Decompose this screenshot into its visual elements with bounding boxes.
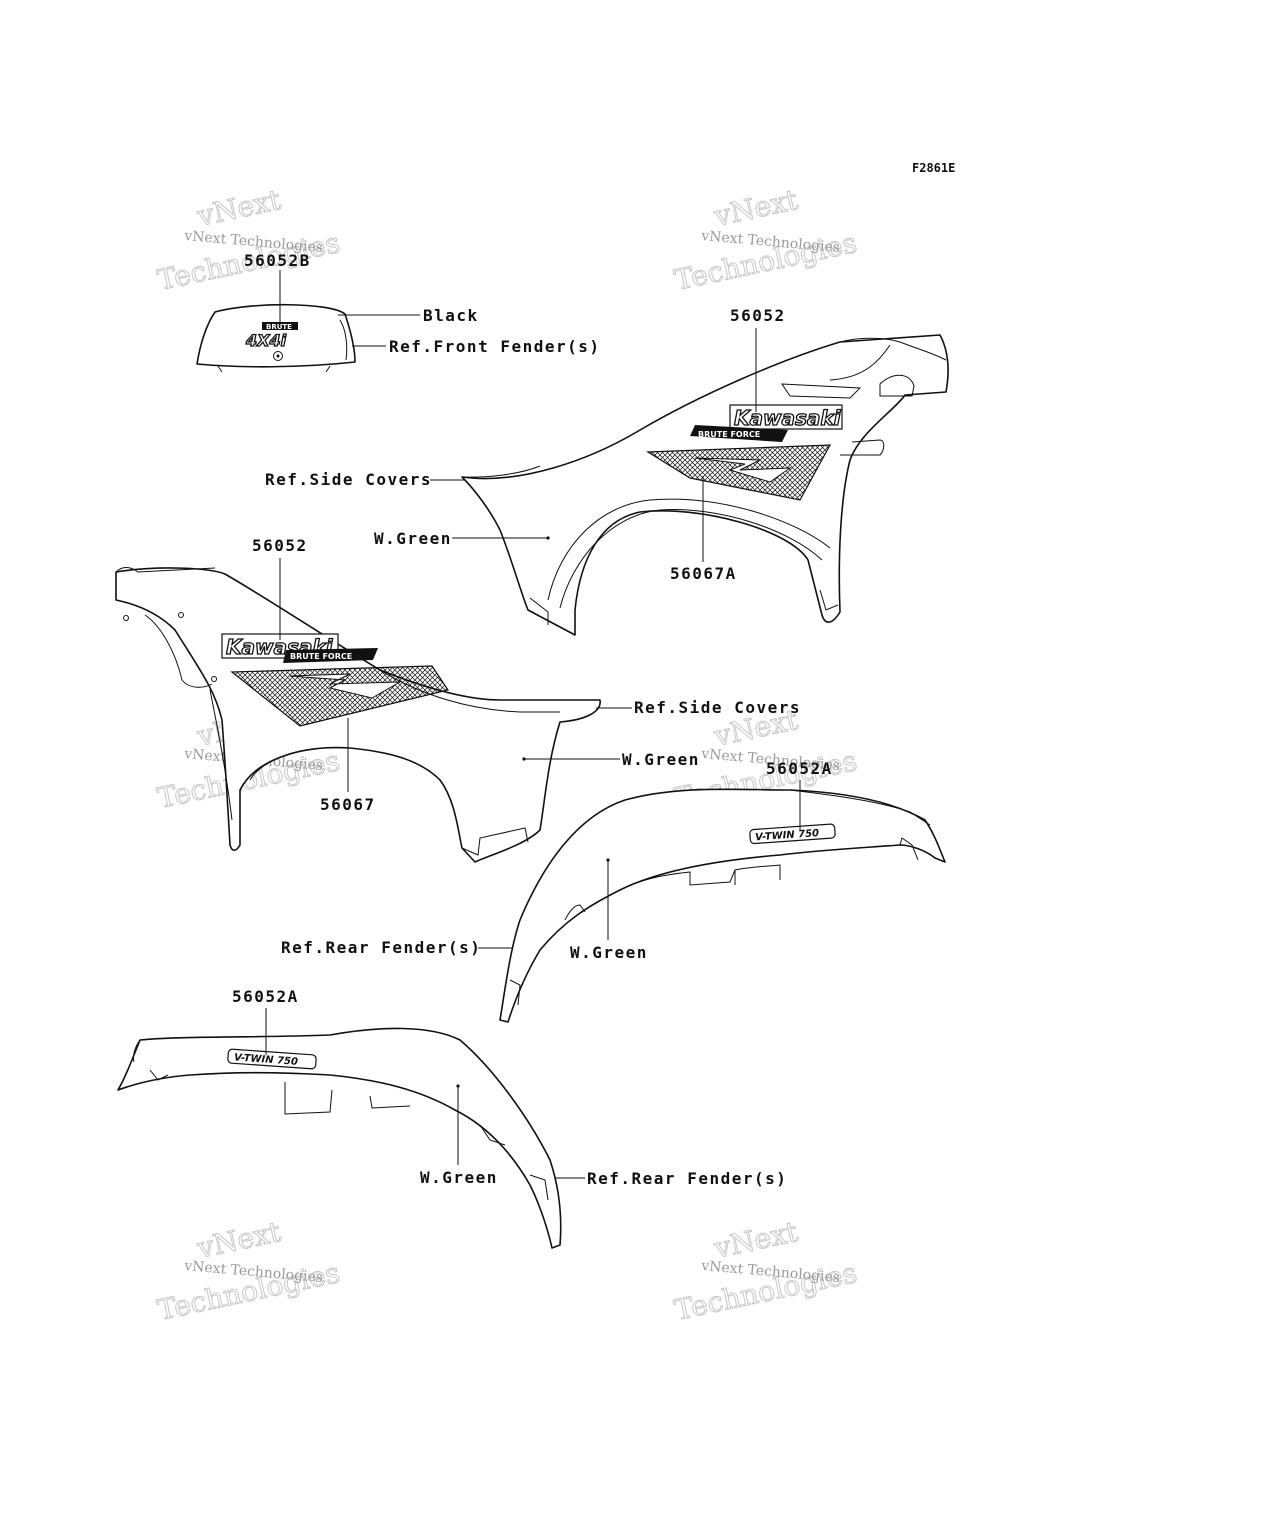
rear-right-end-tab — [899, 837, 919, 861]
leader-dot — [606, 858, 610, 862]
right-side-cover-outline — [461, 334, 949, 636]
right-cover-top-seam — [461, 465, 541, 478]
leader-dot — [522, 757, 526, 761]
rear-left-vtwin-decal — [227, 1048, 317, 1070]
label-w-green-right: W.Green — [374, 529, 452, 548]
watermark-top-left: vNext Technologies vNext Technologies — [154, 182, 343, 297]
rear-right-vtwin-decal — [749, 823, 836, 845]
rear-right-vtwin-text: V-TWIN 750 — [755, 828, 820, 843]
rear-left-outline — [117, 1027, 562, 1249]
left-side-cover-outline — [115, 567, 601, 863]
label-rear-left-56052a: 56052A — [232, 987, 299, 1006]
label-right-56052: 56052 — [730, 306, 786, 325]
fastener-icon — [273, 351, 283, 361]
right-cover-bracket — [840, 439, 885, 456]
label-56067: 56067 — [320, 795, 376, 814]
right-kawasaki-plate — [729, 404, 843, 430]
rear-left-tab — [479, 1124, 506, 1146]
left-cover-front-edge — [209, 689, 233, 821]
rear-left-end-tab — [149, 1069, 169, 1081]
left-cover-inner-curve — [144, 614, 213, 688]
rear-left-underside — [284, 1082, 333, 1115]
label-ref-rear-fender-right: Ref.Rear Fender(s) — [281, 938, 481, 957]
label-left-56052: 56052 — [252, 536, 308, 555]
left-cover-hole-3-icon — [211, 676, 217, 682]
badge-top-text: BRUTE — [266, 323, 292, 331]
rear-right-top-edge — [789, 789, 931, 826]
leader-dot — [546, 536, 550, 540]
rear-left-front-edge — [133, 1039, 141, 1063]
rear-left-foot — [529, 1174, 549, 1201]
rear-right-underside — [619, 864, 781, 891]
front-fender-edge — [339, 319, 348, 361]
front-fender-tabs — [217, 365, 331, 373]
right-brute-force-stripe — [690, 425, 788, 442]
watermark-line1: vNext — [194, 183, 285, 233]
left-cover-hole-icon — [178, 612, 184, 618]
left-cover-top-edge — [115, 567, 216, 573]
left-side-cover: Kawasaki BRUTE FORCE — [115, 567, 601, 863]
leader-dot — [456, 1084, 460, 1088]
watermark-top-right: vNext Technologies vNext Technologies — [671, 182, 860, 297]
watermark-line1: vNext — [711, 183, 802, 233]
badge-4x4-text: 4X4i — [245, 331, 287, 350]
rear-right-outline — [499, 788, 946, 1023]
watermark-bottom-right: vNext Technologies vNext Technologies — [671, 1214, 860, 1327]
rear-left-vtwin-text: V-TWIN 750 — [234, 1052, 299, 1067]
left-cover-arch — [249, 747, 351, 781]
watermark-line1: vNext — [194, 1215, 285, 1265]
front-fender-badge: BRUTE 4X4i — [196, 303, 356, 373]
rear-right-tab — [564, 904, 586, 921]
rear-left-bracket — [369, 1095, 411, 1109]
left-cover-foot — [461, 827, 529, 856]
right-cover-inner-arch — [547, 498, 831, 601]
right-cover-foot — [819, 589, 839, 611]
left-mesh-panel — [230, 665, 449, 727]
front-fender-outline — [196, 303, 356, 368]
label-ref-side-covers-right: Ref.Side Covers — [265, 470, 432, 489]
fastener-center-icon — [276, 354, 280, 358]
right-side-cover: Kawasaki BRUTE FORCE — [461, 334, 949, 636]
label-ref-front-fender: Ref.Front Fender(s) — [389, 337, 601, 356]
watermark-line1: vNext — [711, 1215, 802, 1265]
label-56067a: 56067A — [670, 564, 737, 583]
watermark-bottom-left: vNext Technologies vNext Technologies — [154, 1214, 343, 1327]
figure-code: F2861E — [912, 161, 955, 175]
right-cover-top-edge — [839, 337, 947, 361]
label-black: Black — [423, 306, 479, 325]
label-w-green-rear-right: W.Green — [570, 943, 648, 962]
label-56052b: 56052B — [244, 251, 311, 270]
left-brute-force-stripe — [283, 648, 378, 663]
right-cover-wheel-arch — [879, 374, 915, 397]
right-brute-force-text: BRUTE FORCE — [698, 430, 760, 439]
right-cover-slot — [781, 383, 862, 399]
label-w-green-rear-left: W.Green — [420, 1168, 498, 1187]
rear-right-foot — [509, 979, 521, 1006]
right-kawasaki-text: Kawasaki — [734, 406, 842, 430]
label-rear-right-56052a: 56052A — [766, 759, 833, 778]
badge-top-plate — [262, 322, 298, 330]
right-cover-contour — [829, 344, 891, 381]
rear-fender-left: V-TWIN 750 — [117, 1027, 562, 1249]
right-cover-inner-arch-2 — [559, 509, 823, 609]
rear-fender-right: V-TWIN 750 — [499, 788, 946, 1023]
label-w-green-left: W.Green — [622, 750, 700, 769]
right-cover-foot-left — [529, 597, 549, 625]
left-brute-force-text: BRUTE FORCE — [290, 652, 352, 661]
left-cover-hole-2-icon — [123, 615, 129, 621]
label-ref-rear-fender-left: Ref.Rear Fender(s) — [587, 1169, 787, 1188]
right-mesh-bolt-graphic — [694, 457, 792, 483]
left-mesh-bolt-graphic — [289, 673, 401, 699]
label-ref-side-covers-left: Ref.Side Covers — [634, 698, 801, 717]
